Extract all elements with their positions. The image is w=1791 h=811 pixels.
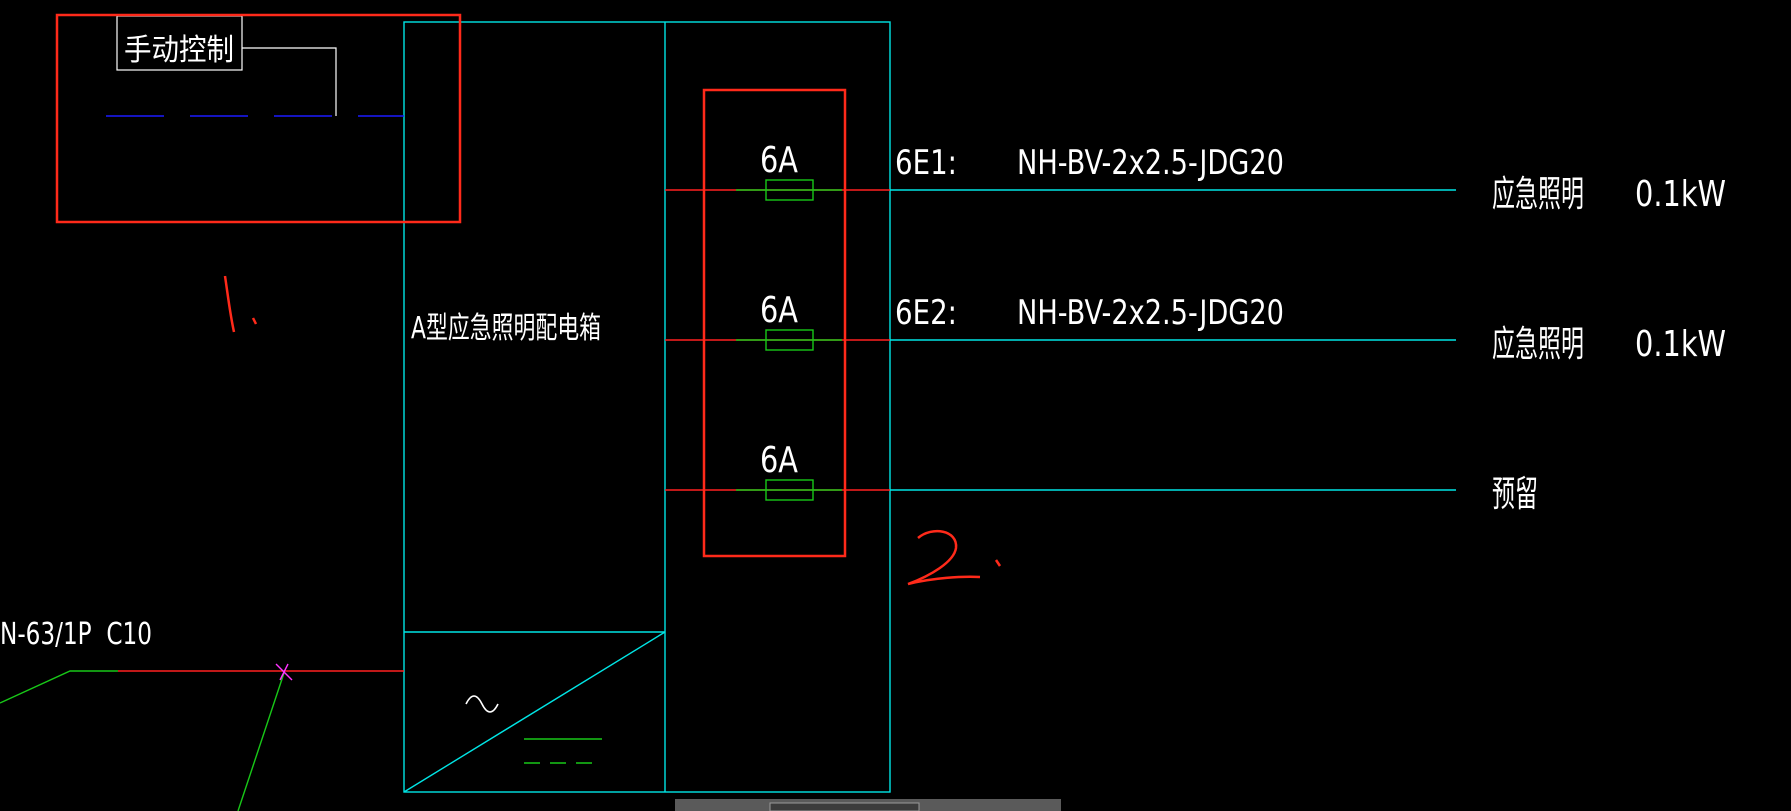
annotation-box-1: [55, 13, 462, 224]
inverter-symbol: [465, 695, 602, 764]
incoming-breaker-label: N-63/1P C10: [0, 617, 152, 652]
circuit-load-power: 0.1kW: [1635, 324, 1726, 365]
circuit-rating: 6A: [760, 140, 798, 181]
manual-control-label: 手动控制: [124, 33, 234, 68]
handwritten-mark-2: [907, 529, 1002, 586]
handwritten-mark-1: [223, 275, 258, 333]
inverter-diagonal: [403, 631, 666, 793]
circuit-cable-spec: NH-BV-2x2.5-JDG20: [1017, 293, 1284, 333]
incoming-green-lead: [0, 670, 118, 704]
annotation-box-2: [702, 88, 847, 558]
review-annotations: [55, 13, 1002, 586]
panel-frame: [403, 21, 891, 793]
circuit-cable-spec: NH-BV-2x2.5-JDG20: [1017, 143, 1284, 183]
incoming-green-branch: [237, 672, 285, 811]
junction-tick-b: [279, 663, 289, 681]
circuit-rating: 6A: [760, 290, 798, 331]
outgoing-circuits: 6A 6E1: NH-BV-2x2.5-JDG20 应急照明 0.1kW 6A 6E2: NH…: [220, 140, 1726, 515]
circuit-fuse-icon: [765, 329, 814, 351]
panel-title: A型应急照明配电箱: [411, 311, 601, 346]
ac-wave-icon: [465, 695, 499, 713]
incoming-feeder: N-63/1P C10: [0, 617, 404, 811]
circuit-id: 6E2:: [895, 293, 957, 333]
circuit-load-name: 应急照明: [1492, 324, 1584, 365]
circuit-rating: 6A: [760, 440, 798, 481]
circuit-fuse-icon: [765, 179, 814, 201]
annotation-label-1: 1、: [220, 333, 222, 335]
panel-outer-border: [403, 21, 891, 793]
circuit-id: 6E1:: [895, 143, 957, 183]
manual-control-group: 手动控制: [106, 15, 404, 117]
circuit-load-power: 0.1kW: [1635, 174, 1726, 215]
circuit-load-name: 预留: [1492, 474, 1538, 515]
bottom-toolbar-fragment[interactable]: [675, 799, 1061, 811]
circuit-load-name: 应急照明: [1492, 174, 1584, 215]
circuit-fuse-icon: [765, 479, 814, 501]
toolbar-input-field[interactable]: [769, 802, 920, 811]
manual-control-leader: [242, 47, 337, 116]
